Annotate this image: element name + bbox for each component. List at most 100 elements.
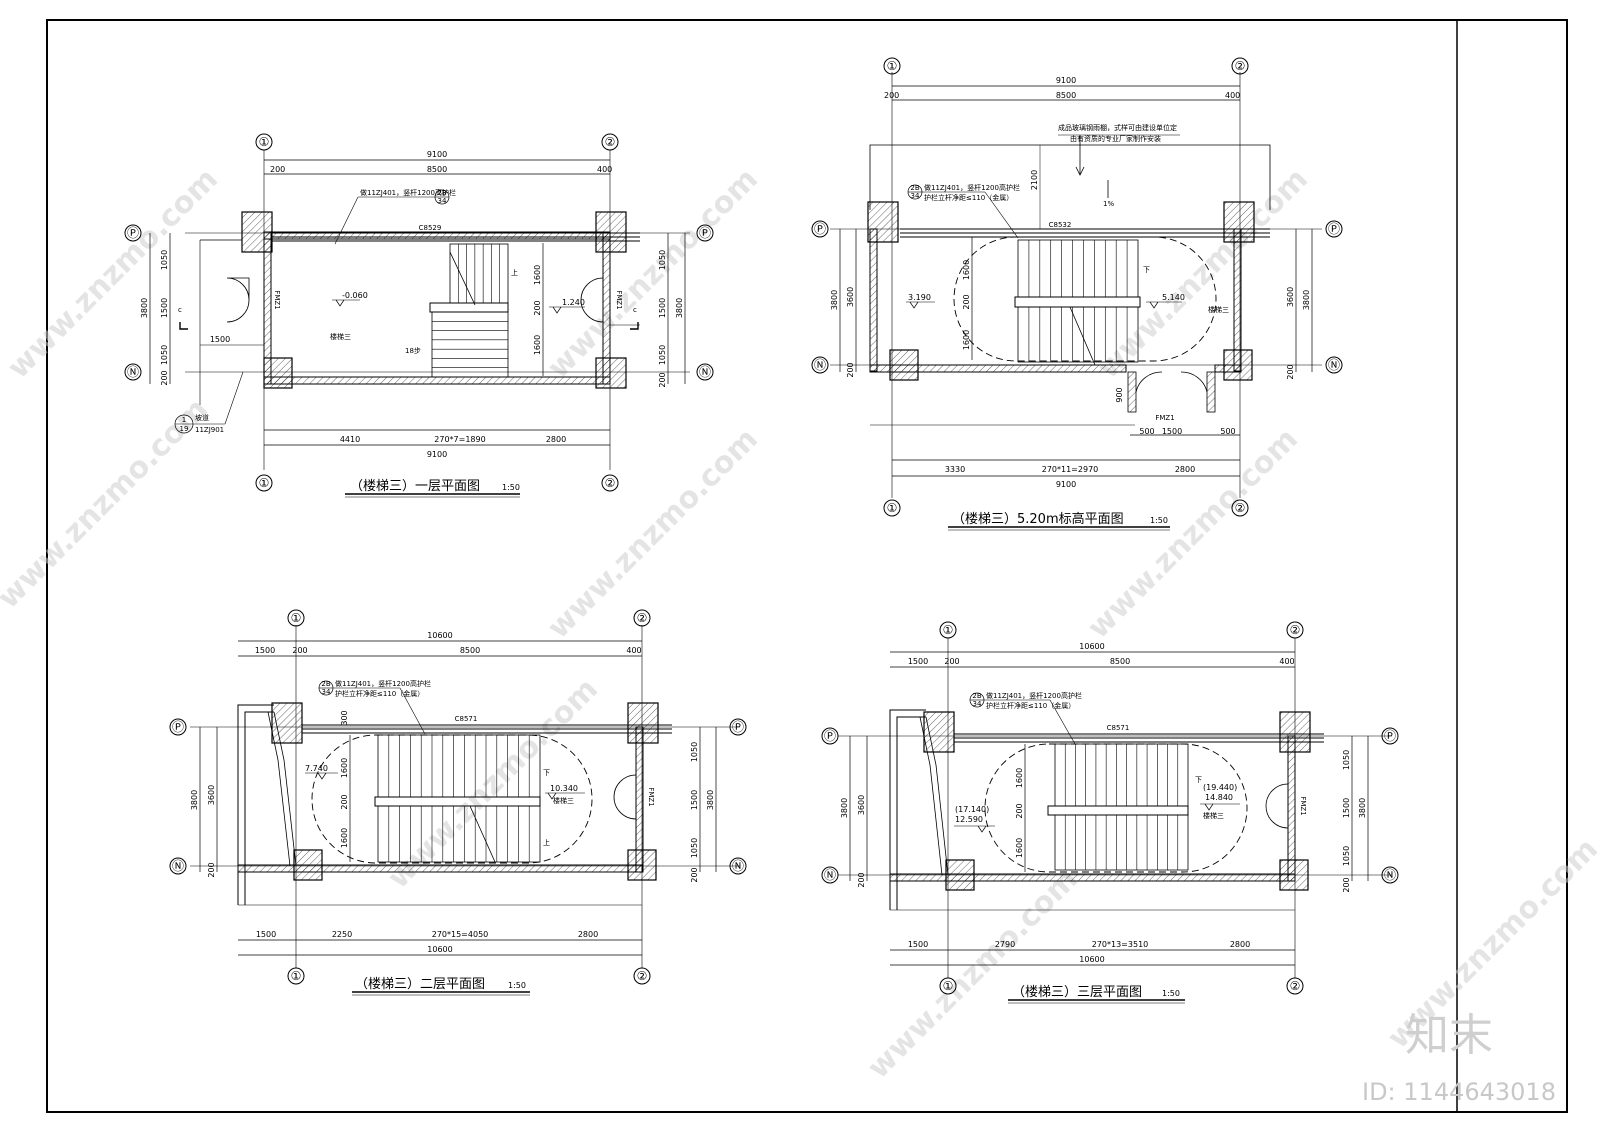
note-label: 做11ZJ401，竖杆1200高护栏	[924, 183, 1020, 192]
axis-label: Ⓝ	[732, 859, 744, 873]
axis-label: ①	[943, 979, 954, 993]
dimension-label: 8500	[460, 646, 480, 655]
dimension-label: 1600	[1015, 838, 1024, 858]
beam-label: C8571	[455, 715, 478, 723]
dimension-label: 3800	[140, 298, 149, 318]
dimension-label: 3800	[830, 290, 839, 310]
stair-flight	[431, 311, 509, 378]
plan-second-floor: ① ② ① ② Ⓟ Ⓝ Ⓟ Ⓝ 10600 1500 200 8500 400 …	[169, 609, 747, 996]
detail-note: 11ZJ901	[195, 426, 224, 434]
dimension-label: 1500	[1162, 427, 1182, 436]
dimension-label: 200	[1286, 364, 1295, 379]
dimension-label: 500	[1220, 427, 1235, 436]
beam-label: C8529	[419, 224, 442, 232]
plan-third-floor: ① ② ① ② Ⓟ Ⓝ Ⓟ Ⓝ 10600 1500 200 8500 400 …	[821, 621, 1399, 1004]
dimension-label: 8500	[427, 165, 447, 174]
stair-flight	[449, 243, 509, 304]
dimension-label: 1050	[658, 250, 667, 270]
dimension-label: 1600	[533, 265, 542, 285]
dimension-label: 1500	[908, 657, 928, 666]
dimension-label: 200	[533, 300, 542, 315]
sheet-border	[46, 19, 1568, 1113]
dimension-label: 200	[962, 294, 971, 309]
dimension-label: 200	[690, 867, 699, 882]
dimension-label: 200	[340, 794, 349, 809]
dimension-label: 400	[1279, 657, 1294, 666]
axis-label: ①	[259, 476, 270, 490]
level-mark: 12.590	[955, 815, 983, 824]
detail-ref: 2B	[972, 692, 981, 700]
dimension-label: 1050	[658, 345, 667, 365]
axis-label: ②	[637, 969, 648, 983]
note-label: 做11ZJ401，竖杆1200高护栏	[360, 188, 456, 197]
axis-label: Ⓝ	[814, 358, 826, 372]
dimension-label: 1500	[256, 930, 276, 939]
plan-scale: 1:50	[508, 981, 526, 990]
dimension-label: 10600	[427, 945, 452, 954]
dimension-label: 200	[857, 872, 866, 887]
dimension-label: 200	[658, 372, 667, 387]
dimension-label: 3330	[945, 465, 965, 474]
dimension-label: 3800	[675, 298, 684, 318]
steps-label: 18步	[405, 347, 421, 355]
detail-ref: 19	[180, 425, 189, 433]
dimension-label: 500	[1139, 427, 1154, 436]
detail-ref: 34	[911, 192, 920, 200]
dimension-label: 1050	[690, 838, 699, 858]
plan-title: （楼梯三）三层平面图	[1012, 985, 1142, 1000]
door-label: FMZ1	[1299, 796, 1307, 815]
door-label: FMZ1	[273, 290, 281, 309]
stair-direction: 下	[543, 769, 550, 777]
dimension-label: 200	[207, 862, 216, 877]
watermark-text: www.znzmo.com	[1081, 422, 1305, 646]
axis-label: ②	[637, 611, 648, 625]
dimension-label: 8500	[1056, 91, 1076, 100]
dimension-label: 270*7=1890	[434, 435, 485, 444]
watermark-layer: www.znzmo.com www.znzmo.com www.znzmo.co…	[0, 162, 1600, 1106]
room-label: 楼梯三	[1208, 305, 1229, 314]
plan-scale: 1:50	[1162, 989, 1180, 998]
dimension-label: 200	[884, 91, 899, 100]
dimension-label: 3600	[1286, 287, 1295, 307]
axis-label: Ⓟ	[1384, 729, 1396, 743]
section-mark: c	[633, 306, 637, 314]
dimension-label: 3600	[857, 795, 866, 815]
dimension-label: 1600	[1015, 768, 1024, 788]
level-mark: 10.340	[550, 784, 578, 793]
dimension-label: 200	[292, 646, 307, 655]
level-mark: (19.440)	[1203, 783, 1237, 792]
dimension-label: 400	[597, 165, 612, 174]
stair-flight	[1017, 239, 1139, 298]
dimension-label: 1050	[1342, 750, 1351, 770]
beam-label: C8571	[1107, 724, 1130, 732]
level-mark: -0.060	[342, 291, 368, 300]
dimension-label: 270*13=3510	[1092, 940, 1149, 949]
dimension-label: 2790	[995, 940, 1015, 949]
dimension-label: 200	[1015, 803, 1024, 818]
axis-label: ②	[605, 476, 616, 490]
watermark-text: www.znzmo.com	[1, 162, 225, 386]
dimension-label: 900	[1115, 387, 1124, 402]
dimension-label: 1500	[255, 646, 275, 655]
dimension-label: 3800	[190, 790, 199, 810]
dimension-label: 1050	[690, 742, 699, 762]
axis-label: ②	[1235, 501, 1246, 515]
dimension-label: 4410	[340, 435, 360, 444]
note-label: 护栏立杆净距≤110（金属）	[986, 701, 1075, 710]
detail-note: 坡道	[195, 413, 209, 422]
axis-label: ①	[291, 611, 302, 625]
axis-label: Ⓝ	[127, 365, 139, 379]
stair-direction: 下	[1143, 266, 1150, 274]
axis-label: Ⓝ	[824, 868, 836, 882]
slope-label: 1%	[1103, 200, 1114, 208]
stair-flight	[377, 805, 541, 863]
door-label: FMZ1	[615, 290, 623, 309]
dimension-label: 300	[340, 710, 349, 725]
stair-direction: 上	[543, 838, 550, 847]
axis-label: Ⓝ	[699, 365, 711, 379]
dimension-label: 3800	[1358, 798, 1367, 818]
axis-label: Ⓟ	[127, 226, 139, 240]
dimension-label: 10600	[1079, 642, 1104, 651]
plan-5-20m-level: ① ② ① ② Ⓟ Ⓝ Ⓟ Ⓝ 9100 200 8500 400 3330 2…	[811, 57, 1343, 531]
dimension-label: 1050	[160, 345, 169, 365]
